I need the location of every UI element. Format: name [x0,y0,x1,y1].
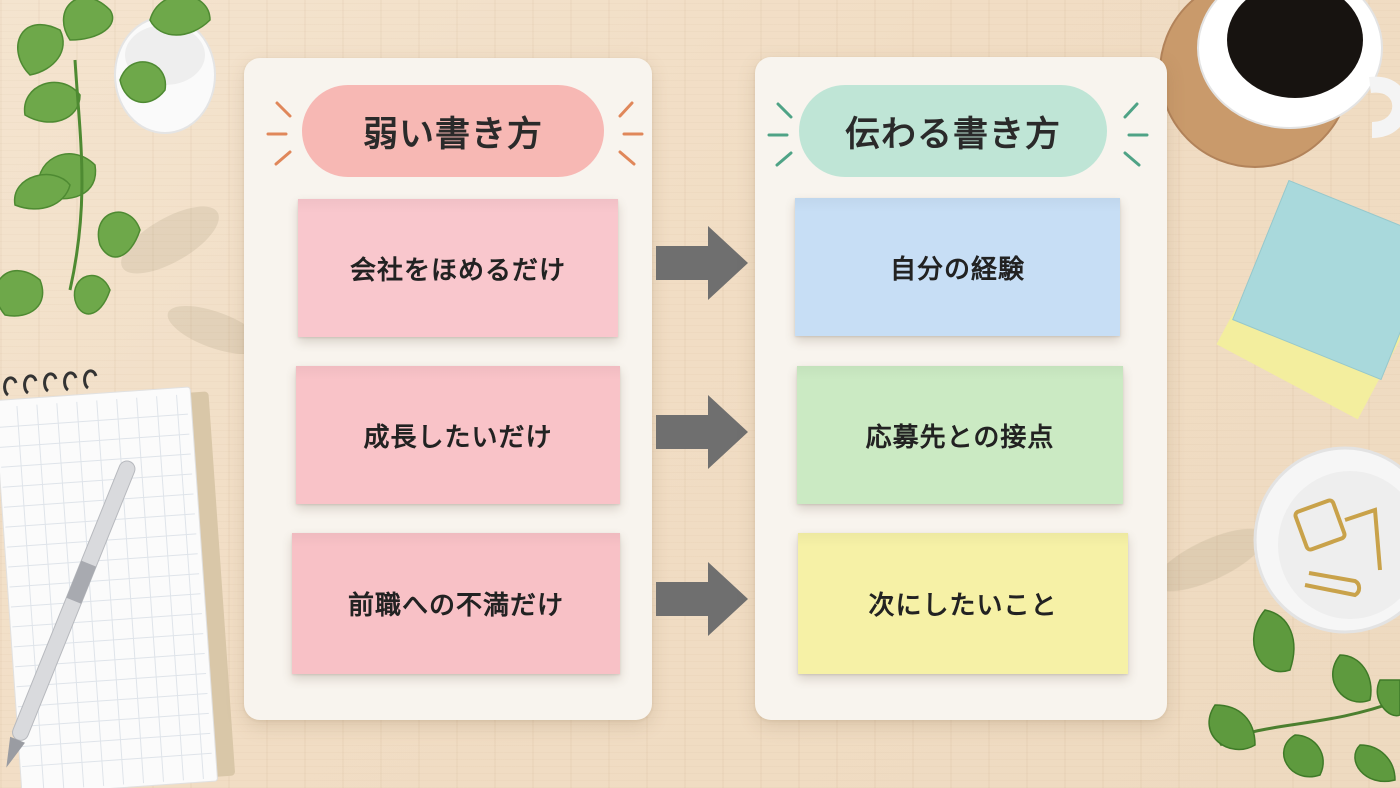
effective-note-1: 自分の経験 [795,198,1120,336]
effective-note-2: 応募先との接点 [797,366,1123,504]
clip-dish [1253,446,1400,634]
arrow-right-icon [656,562,748,636]
coffee-cup [1159,0,1400,168]
sticky-pads [1216,179,1400,420]
effective-writing-title: 伝わる書き方 [799,85,1107,177]
weak-note-3: 前職への不満だけ [292,533,620,674]
spark-icon [618,101,644,166]
effective-note-3: 次にしたいこと [798,533,1128,674]
spark-icon [767,102,793,167]
weak-note-2: 成長したいだけ [296,366,620,504]
weak-writing-title: 弱い書き方 [302,85,604,177]
arrow-right-icon [656,395,748,469]
spark-icon [266,101,292,166]
spark-icon [1123,102,1149,167]
plant-branch [1208,609,1400,783]
weak-note-1: 会社をほめるだけ [298,199,618,337]
arrow-right-icon [656,226,748,300]
notebook [0,369,235,788]
potted-plant [0,0,216,317]
